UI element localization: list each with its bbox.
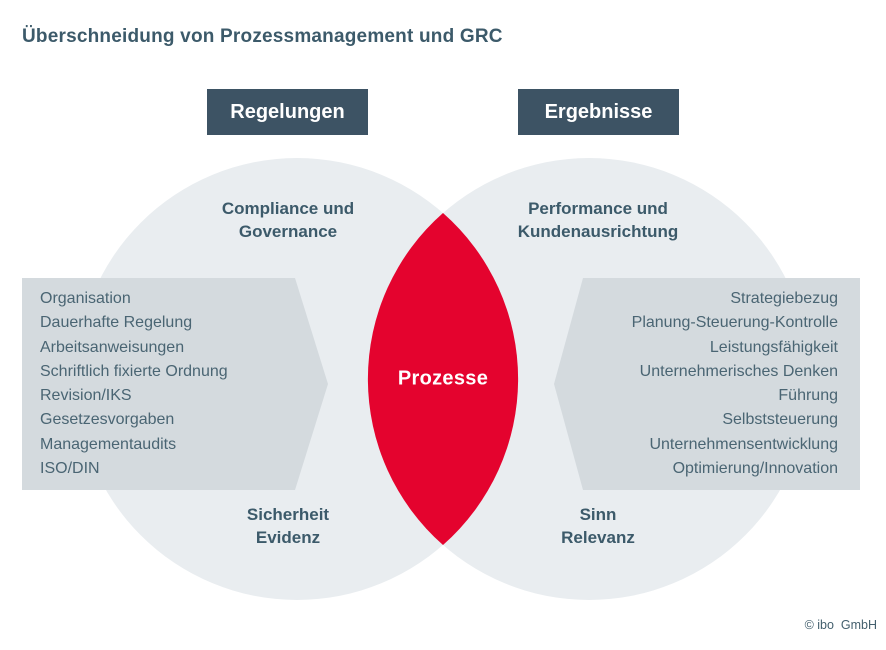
list-item: Selbststeuerung [722,411,838,429]
list-item: Arbeitsanweisungen [40,338,185,356]
label-line: Relevanz [561,528,635,547]
copyright: © ibo GmbH [804,618,877,632]
right-circle-bottom-label: Sinn Relevanz [561,503,635,549]
prozesse-label: Prozesse [397,367,489,390]
left-circle-bottom-label: Sicherheit Evidenz [247,503,329,549]
list-item: Unternehmensentwicklung [649,435,838,453]
list-item: Schriftlich fixierte Ordnung [40,362,228,380]
list-item: Planung-Steuerung-Kontrolle [631,314,838,332]
page-title: Überschneidung von Prozessmanagement und… [22,26,503,47]
right-arrow-list: Strategiebezug Planung-Steuerung-Kontrol… [554,278,860,490]
label-line: Compliance und [221,199,355,218]
list-item: Unternehmerisches Denken [639,362,838,380]
label-line: Governance [238,222,338,241]
left-list-items: Organisation Dauerhafte Regelung Arbeits… [40,287,228,481]
list-item: Leistungsfähigkeit [709,338,838,356]
list-item: Optimierung/Innovation [672,459,838,477]
list-item: Revision/IKS [40,387,132,404]
list-item: Strategiebezug [730,289,838,307]
label-line: Sicherheit [246,505,330,524]
label-line: Evidenz [255,528,321,547]
label-line: Performance und [528,199,668,218]
list-item: Führung [778,387,838,404]
list-item: Managementaudits [40,435,177,453]
list-item: Gesetzesvorgaben [40,411,175,429]
left-arrow-list: Organisation Dauerhafte Regelung Arbeits… [22,278,328,490]
header-box-regelungen: Regelungen [207,89,368,135]
right-list-items: Strategiebezug Planung-Steuerung-Kontrol… [632,287,838,481]
label-line: Kundenausrichtung [517,222,679,241]
right-circle-top-label: Performance und Kundenausrichtung [518,197,679,243]
header-box-ergebnisse: Ergebnisse [518,89,679,135]
label-line: Sinn [579,505,617,524]
list-item: Dauerhafte Regelung [40,314,193,332]
left-circle-top-label: Compliance und Governance [222,197,354,243]
list-item: Organisation [40,289,131,307]
list-item: ISO/DIN [40,459,100,477]
